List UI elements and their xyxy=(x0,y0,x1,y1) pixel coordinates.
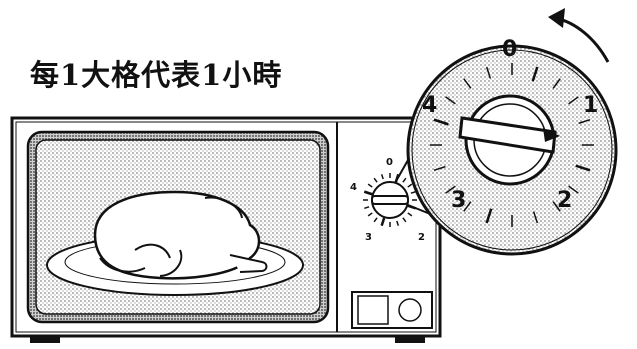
dial-tick-mark xyxy=(445,96,456,105)
dial-tick-mark xyxy=(463,78,472,89)
small-dial-number-0: 0 xyxy=(386,157,393,168)
caption-text: 每1大格代表1小時 xyxy=(30,58,283,92)
dial-tick-mark xyxy=(568,96,579,105)
control-buttons xyxy=(351,291,433,329)
chicken-on-plate xyxy=(46,190,304,296)
small-dial-tick-mark xyxy=(380,217,386,227)
dial-tick-mark xyxy=(578,118,591,125)
big-dial-number-4: 4 xyxy=(422,93,437,118)
small-dial-number-3: 3 xyxy=(365,232,372,243)
dial-tick-mark xyxy=(485,66,492,79)
small-dial-tick-mark xyxy=(373,217,378,223)
dial-tick-mark xyxy=(552,201,561,212)
dial-tick-mark xyxy=(463,201,472,212)
small-dial-tick-mark xyxy=(363,190,373,196)
small-dial-tick-mark xyxy=(402,217,407,223)
rotation-arrow-icon xyxy=(548,8,610,63)
small-dial-tick-mark xyxy=(402,177,407,183)
small-dial-tick-mark xyxy=(380,174,384,180)
small-dial-tick-mark xyxy=(367,183,373,188)
dial-tick-mark xyxy=(531,66,539,82)
big-dial-number-0: 0 xyxy=(502,37,517,62)
small-timer-dial: 0 1 2 3 4 xyxy=(350,157,425,243)
small-dial-tick-mark xyxy=(373,177,378,183)
pointer-arrow-icon xyxy=(543,128,560,142)
small-dial-number-2: 2 xyxy=(418,232,425,243)
dial-tick-mark xyxy=(575,164,591,172)
small-dial-tick-mark xyxy=(367,212,373,217)
small-dial-tick-mark xyxy=(410,190,416,194)
big-dial-number-1: 1 xyxy=(583,93,598,118)
small-dial-number-4: 4 xyxy=(350,182,357,193)
small-dial-tick-mark xyxy=(364,206,370,210)
dial-tick-mark xyxy=(445,185,456,194)
dial-tick-mark xyxy=(433,118,449,126)
dial-tick-mark xyxy=(433,165,446,172)
dial-tick-mark xyxy=(552,78,561,89)
dial-tick-mark xyxy=(568,185,579,194)
small-dial-tick-mark xyxy=(407,183,413,188)
dial-tick-mark xyxy=(485,208,493,224)
small-dial-tick-mark xyxy=(407,212,413,217)
big-dial-number-3: 3 xyxy=(451,188,466,213)
small-dial-tick-mark xyxy=(396,220,400,226)
big-dial-number-2: 2 xyxy=(557,188,572,213)
magnified-timer-dial: 0 1 2 3 4 xyxy=(406,37,618,256)
dial-tick-mark xyxy=(532,211,539,224)
